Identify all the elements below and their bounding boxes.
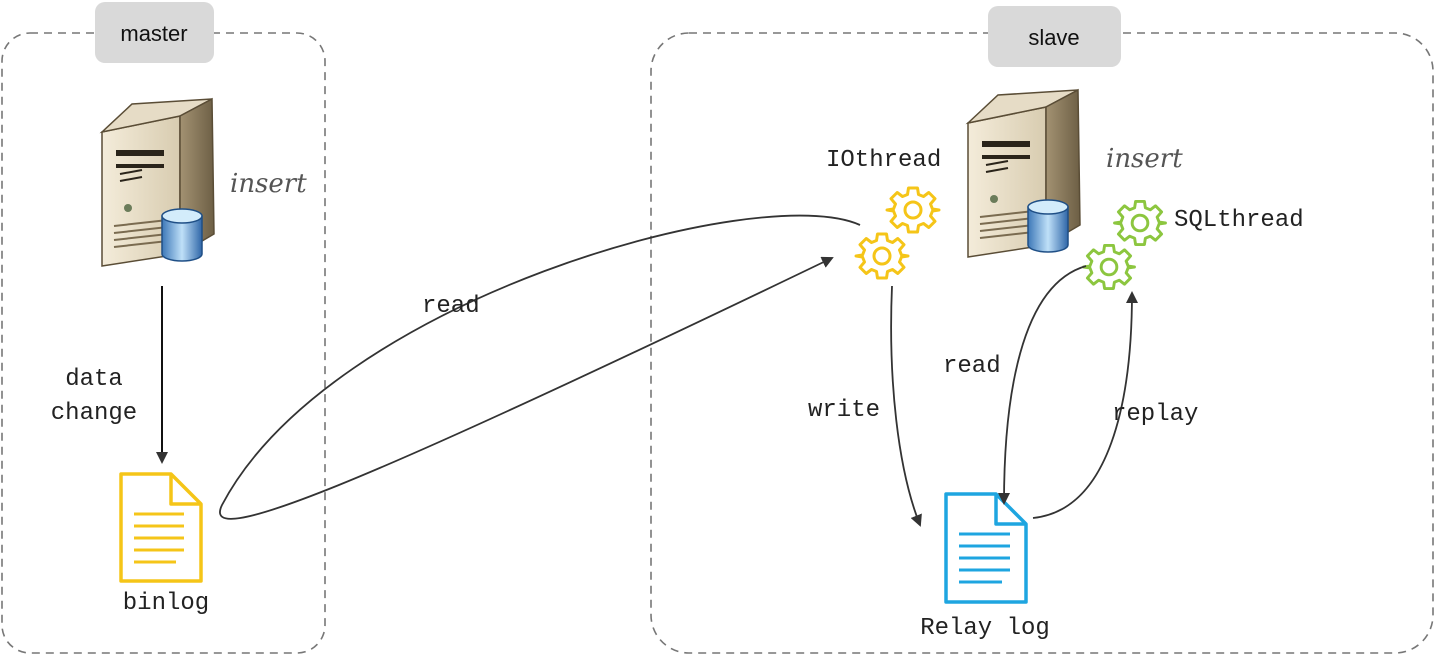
binlog-label: binlog — [123, 590, 209, 617]
io-thread-label: IOthread — [826, 147, 941, 174]
master-server-caption: insert — [230, 169, 307, 199]
data-change-label-line1: data — [65, 366, 123, 393]
sql-thread-gears-icon — [1082, 199, 1167, 291]
data-change-label-line2: change — [51, 400, 137, 427]
slave-group: slave insert IOthread SQLthread Relay lo… — [650, 6, 1434, 654]
replay-label: replay — [1112, 401, 1198, 428]
io-thread-gears-icon — [854, 186, 941, 280]
write-label: write — [808, 397, 880, 424]
replay-arrow — [1032, 291, 1138, 519]
slave-server-caption: insert — [1106, 144, 1183, 174]
binlog-read-link: read — [219, 214, 861, 520]
slave-server-icon — [967, 89, 1081, 258]
write-arrow — [890, 285, 922, 527]
relay-log-label: Relay log — [920, 615, 1050, 642]
sql-thread-label: SQLthread — [1174, 207, 1304, 234]
binlog-document-icon — [119, 472, 203, 583]
master-group: master insert data change binlog — [1, 2, 326, 654]
slave-read-label: read — [943, 353, 1001, 380]
binlog-read-label: read — [422, 293, 480, 320]
slave-tab: slave — [988, 6, 1121, 67]
slave-read-arrow — [998, 265, 1087, 505]
relay-log-document-icon — [944, 492, 1028, 604]
master-tab: master — [95, 2, 214, 63]
master-server-icon — [101, 98, 215, 267]
master-label: master — [120, 21, 187, 46]
slave-label: slave — [1028, 25, 1079, 50]
binlog-read-loop-arrow — [219, 214, 861, 520]
